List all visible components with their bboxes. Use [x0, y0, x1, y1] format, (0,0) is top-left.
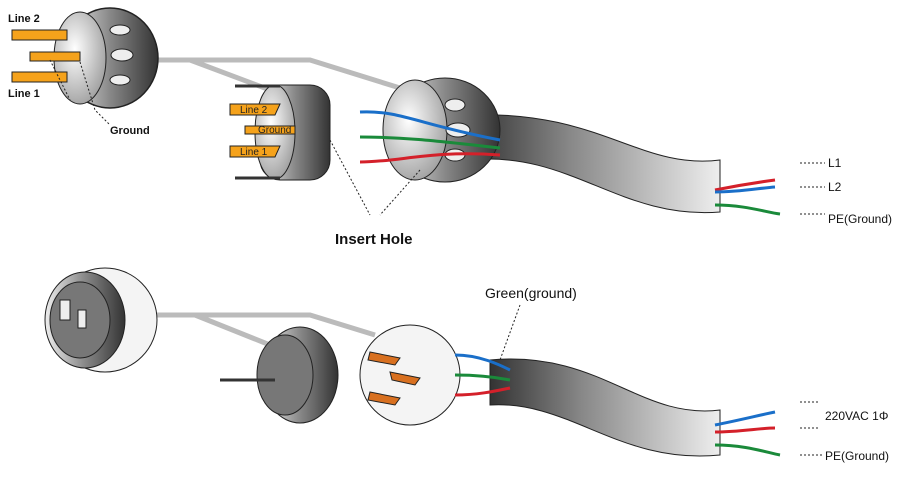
leader-lines-bottom: [150, 312, 376, 348]
insert-label-line2: Line 2: [240, 105, 268, 116]
terminal-pe: PE(Ground): [828, 212, 892, 226]
terminal-l1: L1: [828, 156, 842, 170]
label-ground: Ground: [110, 125, 150, 137]
terminal-l2: L2: [828, 180, 842, 194]
label-insert-hole: Insert Hole: [335, 231, 413, 248]
label-line2: Line 2: [8, 13, 40, 25]
pin-line1: [11, 71, 68, 83]
plug-top: [11, 7, 159, 126]
socket-bottom: [44, 267, 461, 426]
insert-label-ground: Ground: [258, 125, 291, 136]
label-green-ground: Green(ground): [485, 285, 577, 301]
insert-top: [229, 84, 331, 181]
cable-bottom: [454, 304, 822, 457]
insert-label-line1: Line 1: [240, 147, 268, 158]
label-line1: Line 1: [8, 88, 40, 100]
label-supply: 220VAC 1Φ: [825, 409, 888, 423]
pin-ground: [29, 51, 81, 62]
cable-top: [329, 77, 825, 216]
pin-line2: [11, 29, 68, 41]
label-pe-bottom: PE(Ground): [825, 449, 889, 463]
